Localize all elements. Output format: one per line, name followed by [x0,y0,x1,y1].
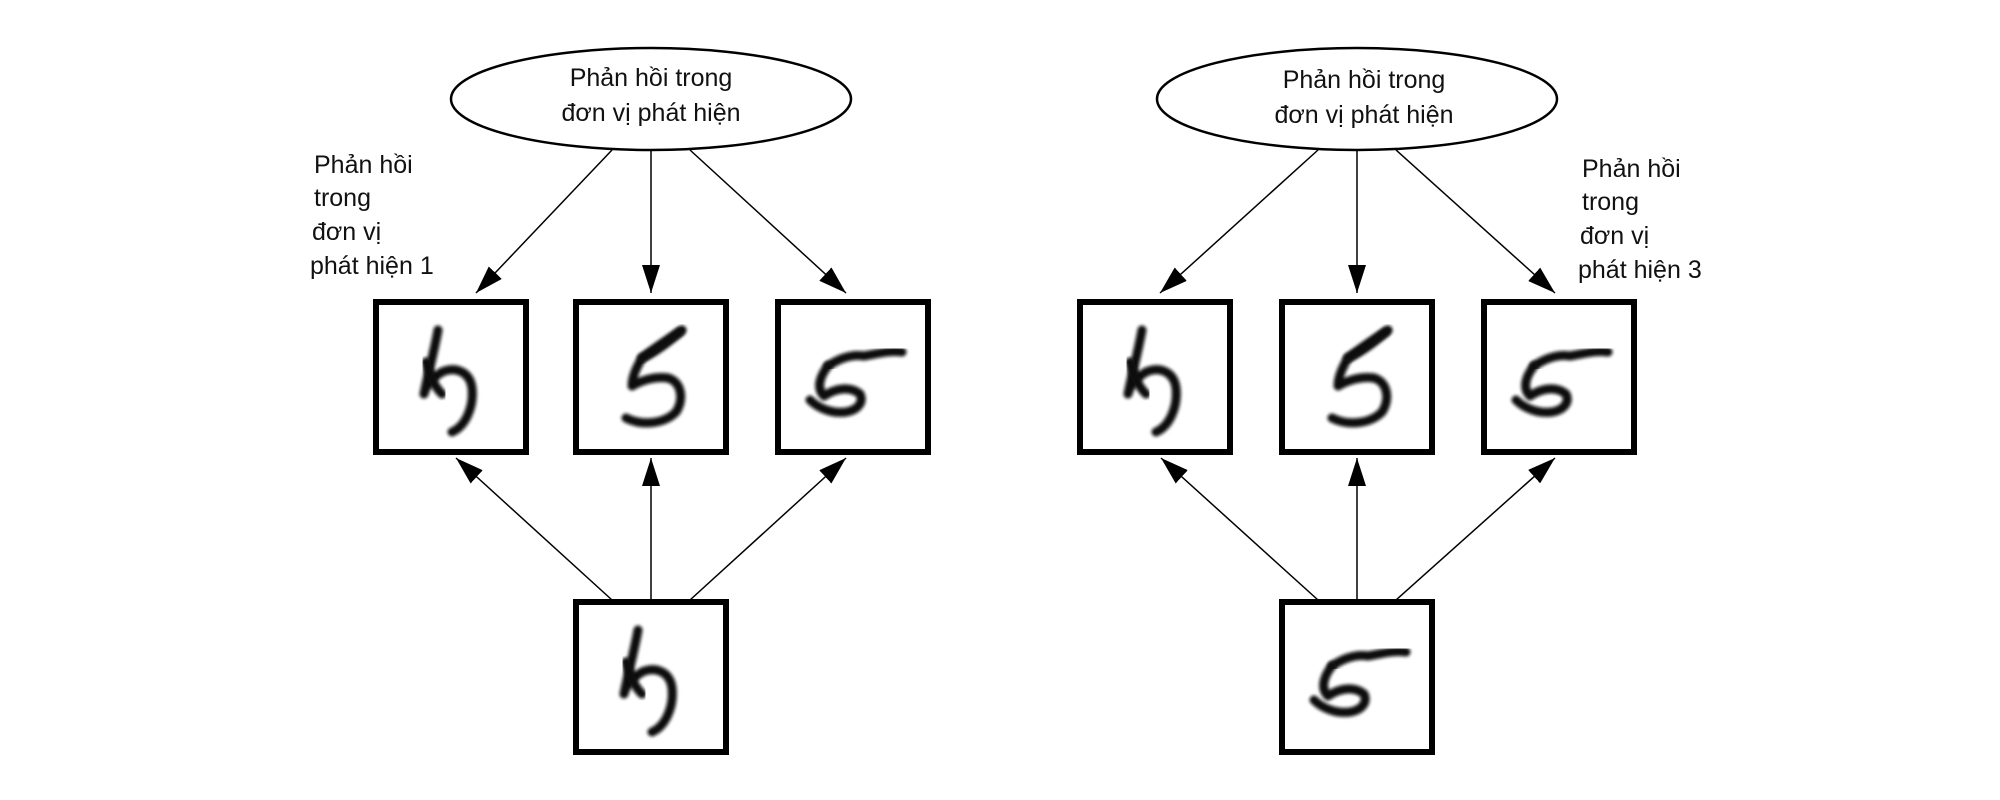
edge-summary-to-candidate-1 [1159,149,1319,294]
side-label-line-3: đơn vị [312,218,381,246]
candidate-box-3 [775,299,931,455]
side-label-line-1: Phản hồi [1582,155,1681,183]
side-label-line-2: trong [314,184,371,212]
edge-summary-to-candidate-3 [1395,149,1556,294]
side-label-line-4: phát hiện 1 [310,252,434,280]
edge-summary-to-candidate-1 [475,149,613,294]
summary-node-line-1: Phản hồi trong [1283,66,1446,94]
summary-node-line-1: Phản hồi trong [570,64,733,92]
summary-node: Phản hồi trong đơn vị phát hiện [1155,46,1559,152]
input-box [1279,599,1435,755]
edge-input-to-candidate-1 [1160,457,1319,601]
side-label-line-2: trong [1582,188,1639,216]
side-label: Phản hồi trong đơn vị phát hiện 3 [1578,155,1702,284]
summary-node-line-2: đơn vị phát hiện [1274,101,1453,129]
edge-input-to-candidate-1 [455,457,613,601]
candidate-box-1 [1077,299,1233,455]
candidate-box-3 [1481,299,1637,455]
edge-input-to-candidate-3 [1395,457,1556,601]
side-label-line-1: Phản hồi [314,151,413,179]
summary-node-line-2: đơn vị phát hiện [561,99,740,127]
edge-summary-to-candidate-3 [689,149,847,294]
edge-input-to-candidate-3 [689,457,847,601]
input-box [573,599,729,755]
right-panel: Phản hồi trong đơn vị phát hiện Phản hồi… [1077,46,1702,755]
candidate-box-2 [573,299,729,455]
side-label-line-3: đơn vị [1580,222,1649,250]
summary-node: Phản hồi trong đơn vị phát hiện [449,46,853,152]
candidate-box-1 [373,299,529,455]
side-label: Phản hồi trong đơn vị phát hiện 1 [310,151,434,280]
side-label-line-4: phát hiện 3 [1578,256,1702,284]
left-panel: Phản hồi trong đơn vị phát hiện Phản hồi… [310,46,931,755]
candidate-box-2 [1279,299,1435,455]
